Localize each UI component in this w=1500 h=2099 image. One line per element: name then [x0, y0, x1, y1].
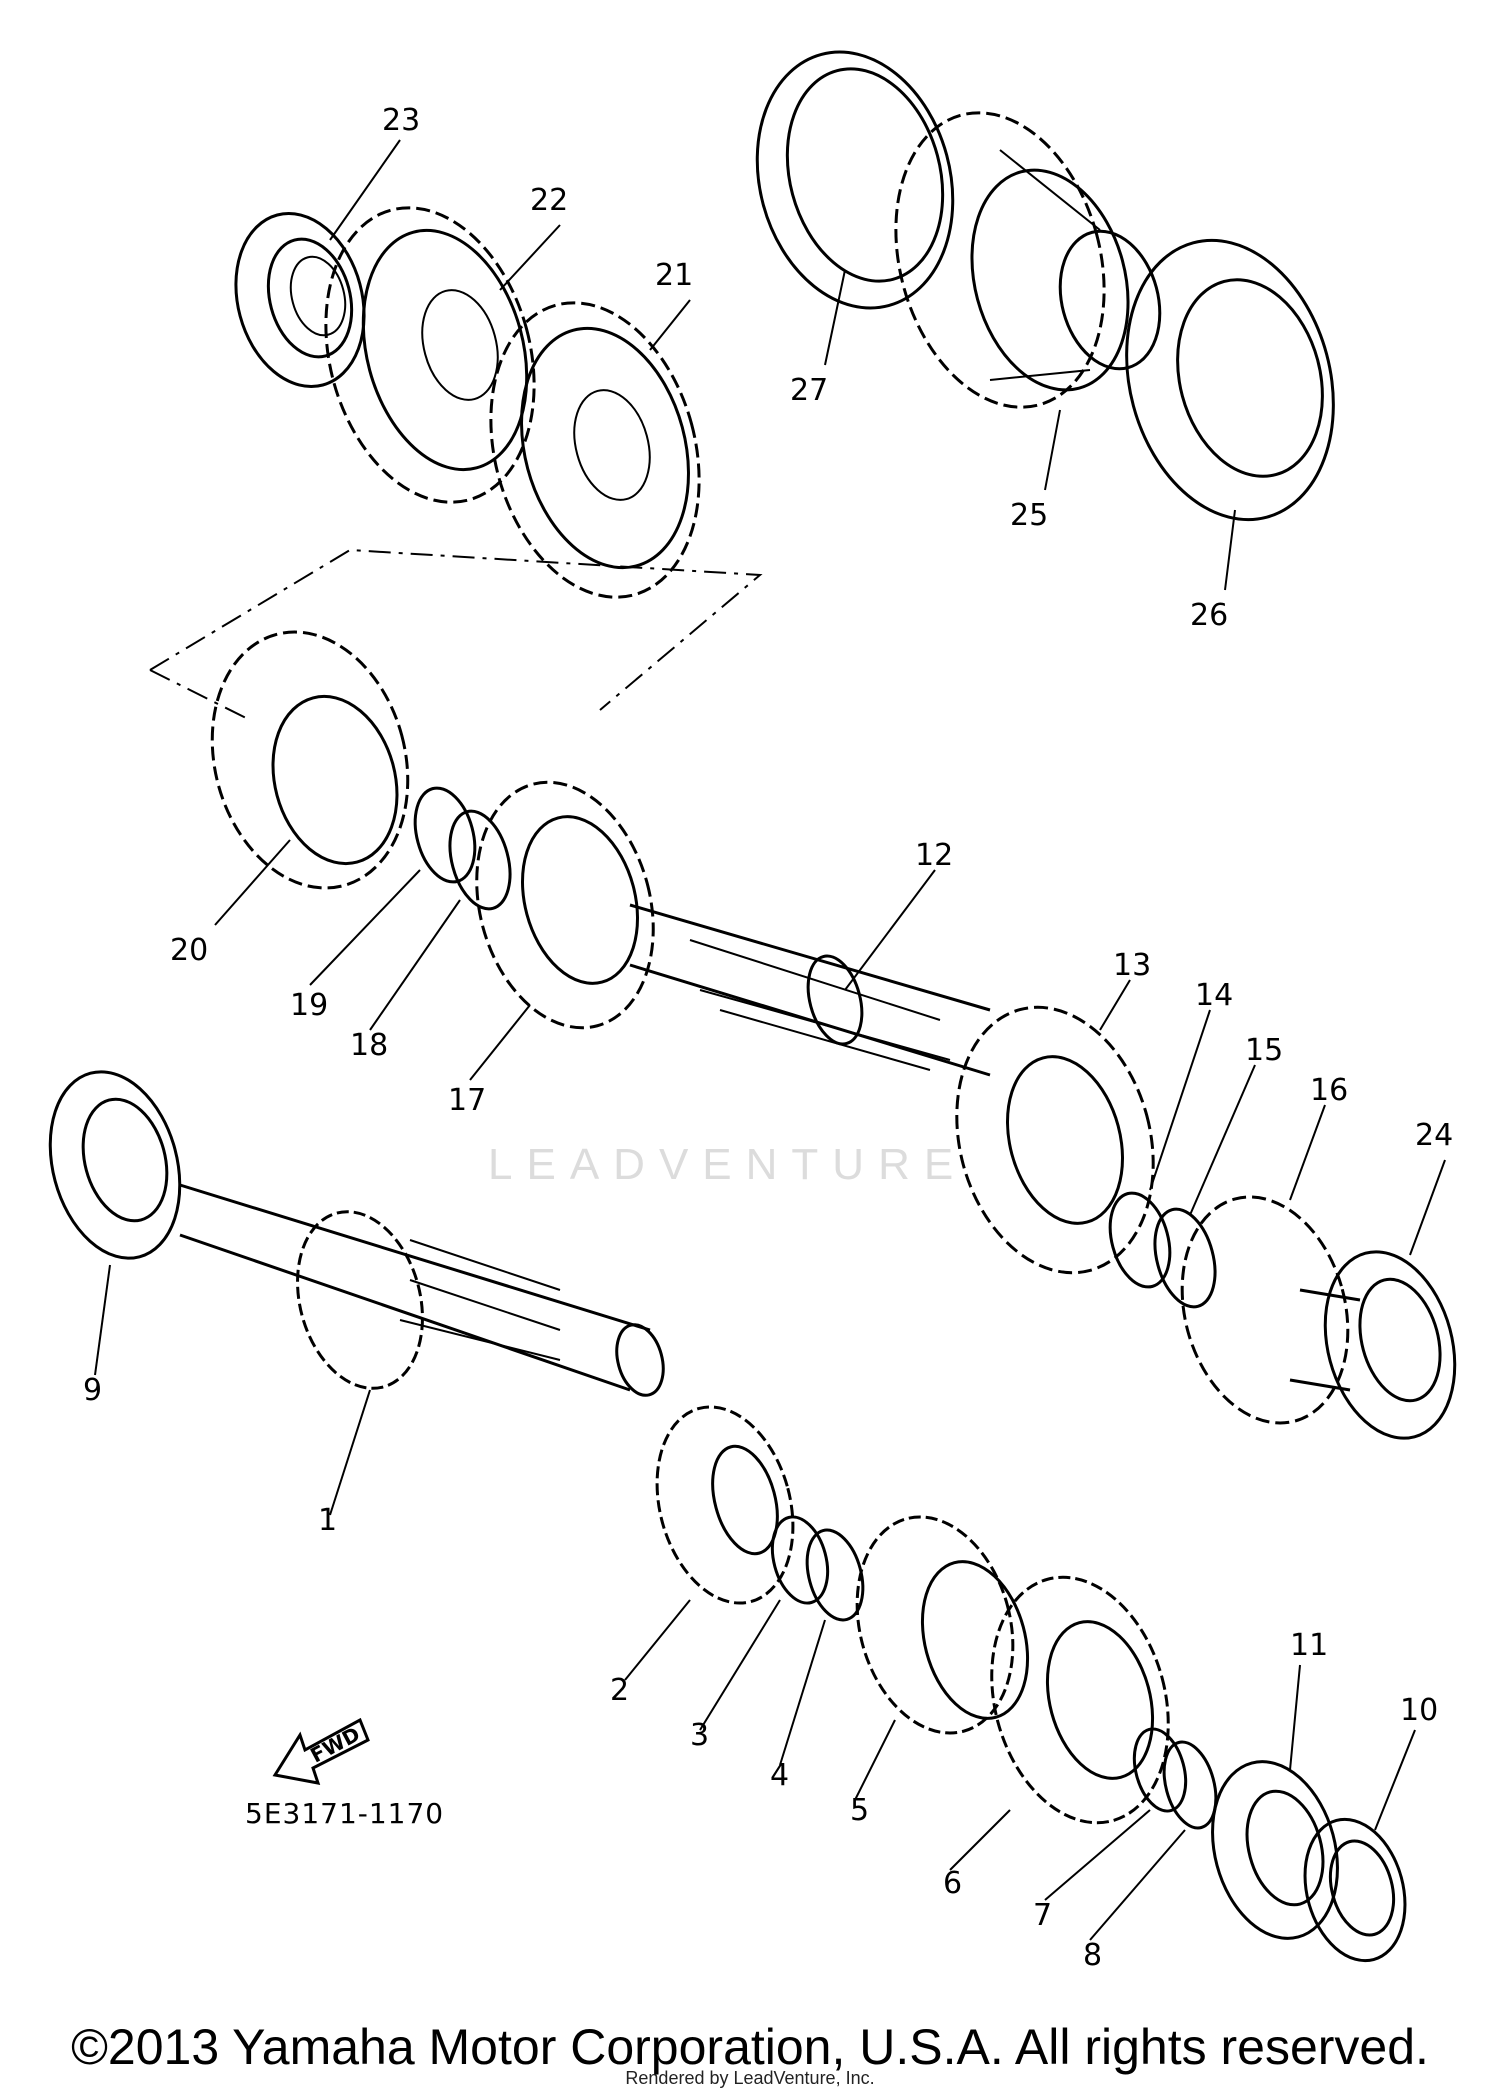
bearing-9	[48, 1070, 182, 1260]
callout-14: 14	[1195, 978, 1233, 1013]
callout-10: 10	[1400, 1693, 1438, 1728]
callout-22: 22	[530, 183, 568, 218]
callout-20: 20	[170, 933, 208, 968]
gear-13	[955, 1005, 1155, 1275]
callout-6: 6	[943, 1866, 962, 1901]
washer-14	[1108, 1191, 1172, 1289]
callout-21: 21	[655, 258, 693, 293]
washer-3	[770, 1515, 830, 1605]
leader-lines	[94, 139, 1446, 1941]
callout-17: 17	[448, 1083, 486, 1118]
callout-labels: 1 2 3 4 5 6 7 8 9 10 11 12 13 14 15 16 1…	[83, 103, 1453, 1973]
bearing-11	[1211, 1760, 1339, 1940]
fwd-label: FWD	[306, 1722, 363, 1768]
callout-8: 8	[1083, 1938, 1102, 1973]
circlip-15	[1153, 1207, 1217, 1309]
oil-seal-10	[1303, 1817, 1407, 1963]
bearing-23	[234, 211, 366, 389]
gear-17	[475, 780, 655, 1030]
circlip-8	[1162, 1740, 1218, 1830]
callout-18: 18	[350, 1028, 388, 1063]
gear-16	[1180, 1195, 1361, 1425]
circlip-4	[805, 1528, 865, 1622]
callout-1: 1	[318, 1503, 337, 1538]
gear-20	[210, 630, 410, 890]
callout-27: 27	[790, 373, 828, 408]
callout-2: 2	[610, 1673, 629, 1708]
gear-6	[990, 1575, 1170, 1825]
callout-4: 4	[770, 1758, 789, 1793]
callout-16: 16	[1310, 1073, 1348, 1108]
bearing-26	[1125, 238, 1335, 522]
drive-axle-1	[179, 1183, 665, 1397]
callout-25: 25	[1010, 498, 1048, 533]
callout-3: 3	[690, 1718, 709, 1753]
washer-7	[1132, 1727, 1188, 1813]
callout-15: 15	[1245, 1033, 1283, 1068]
callout-5: 5	[850, 1793, 869, 1828]
part-code: 5E3171-1170	[245, 1797, 445, 1830]
callout-12: 12	[915, 838, 953, 873]
callout-11: 11	[1290, 1628, 1328, 1663]
bearing-24	[1323, 1250, 1457, 1440]
callout-7: 7	[1033, 1898, 1052, 1933]
oil-seal-27	[755, 50, 955, 310]
gear-2	[655, 1405, 795, 1605]
watermark: LEADVENTURE	[488, 1140, 968, 1189]
callout-24: 24	[1415, 1118, 1453, 1153]
callout-23: 23	[382, 103, 420, 138]
callout-26: 26	[1190, 598, 1228, 633]
gear-assembly-25	[894, 111, 1162, 409]
main-axle-12	[629, 903, 991, 1077]
copyright-notice: ©2013 Yamaha Motor Corporation, U.S.A. A…	[71, 2019, 1429, 2075]
rendered-by-notice: Rendered by LeadVenture, Inc.	[625, 2068, 875, 2088]
callout-13: 13	[1113, 948, 1151, 983]
gear-21	[489, 301, 701, 599]
gear-5	[855, 1515, 1030, 1735]
fwd-arrow-icon: FWD	[272, 1717, 370, 1785]
callout-19: 19	[290, 988, 328, 1023]
callout-9: 9	[83, 1373, 102, 1408]
circlip-18	[448, 809, 512, 911]
